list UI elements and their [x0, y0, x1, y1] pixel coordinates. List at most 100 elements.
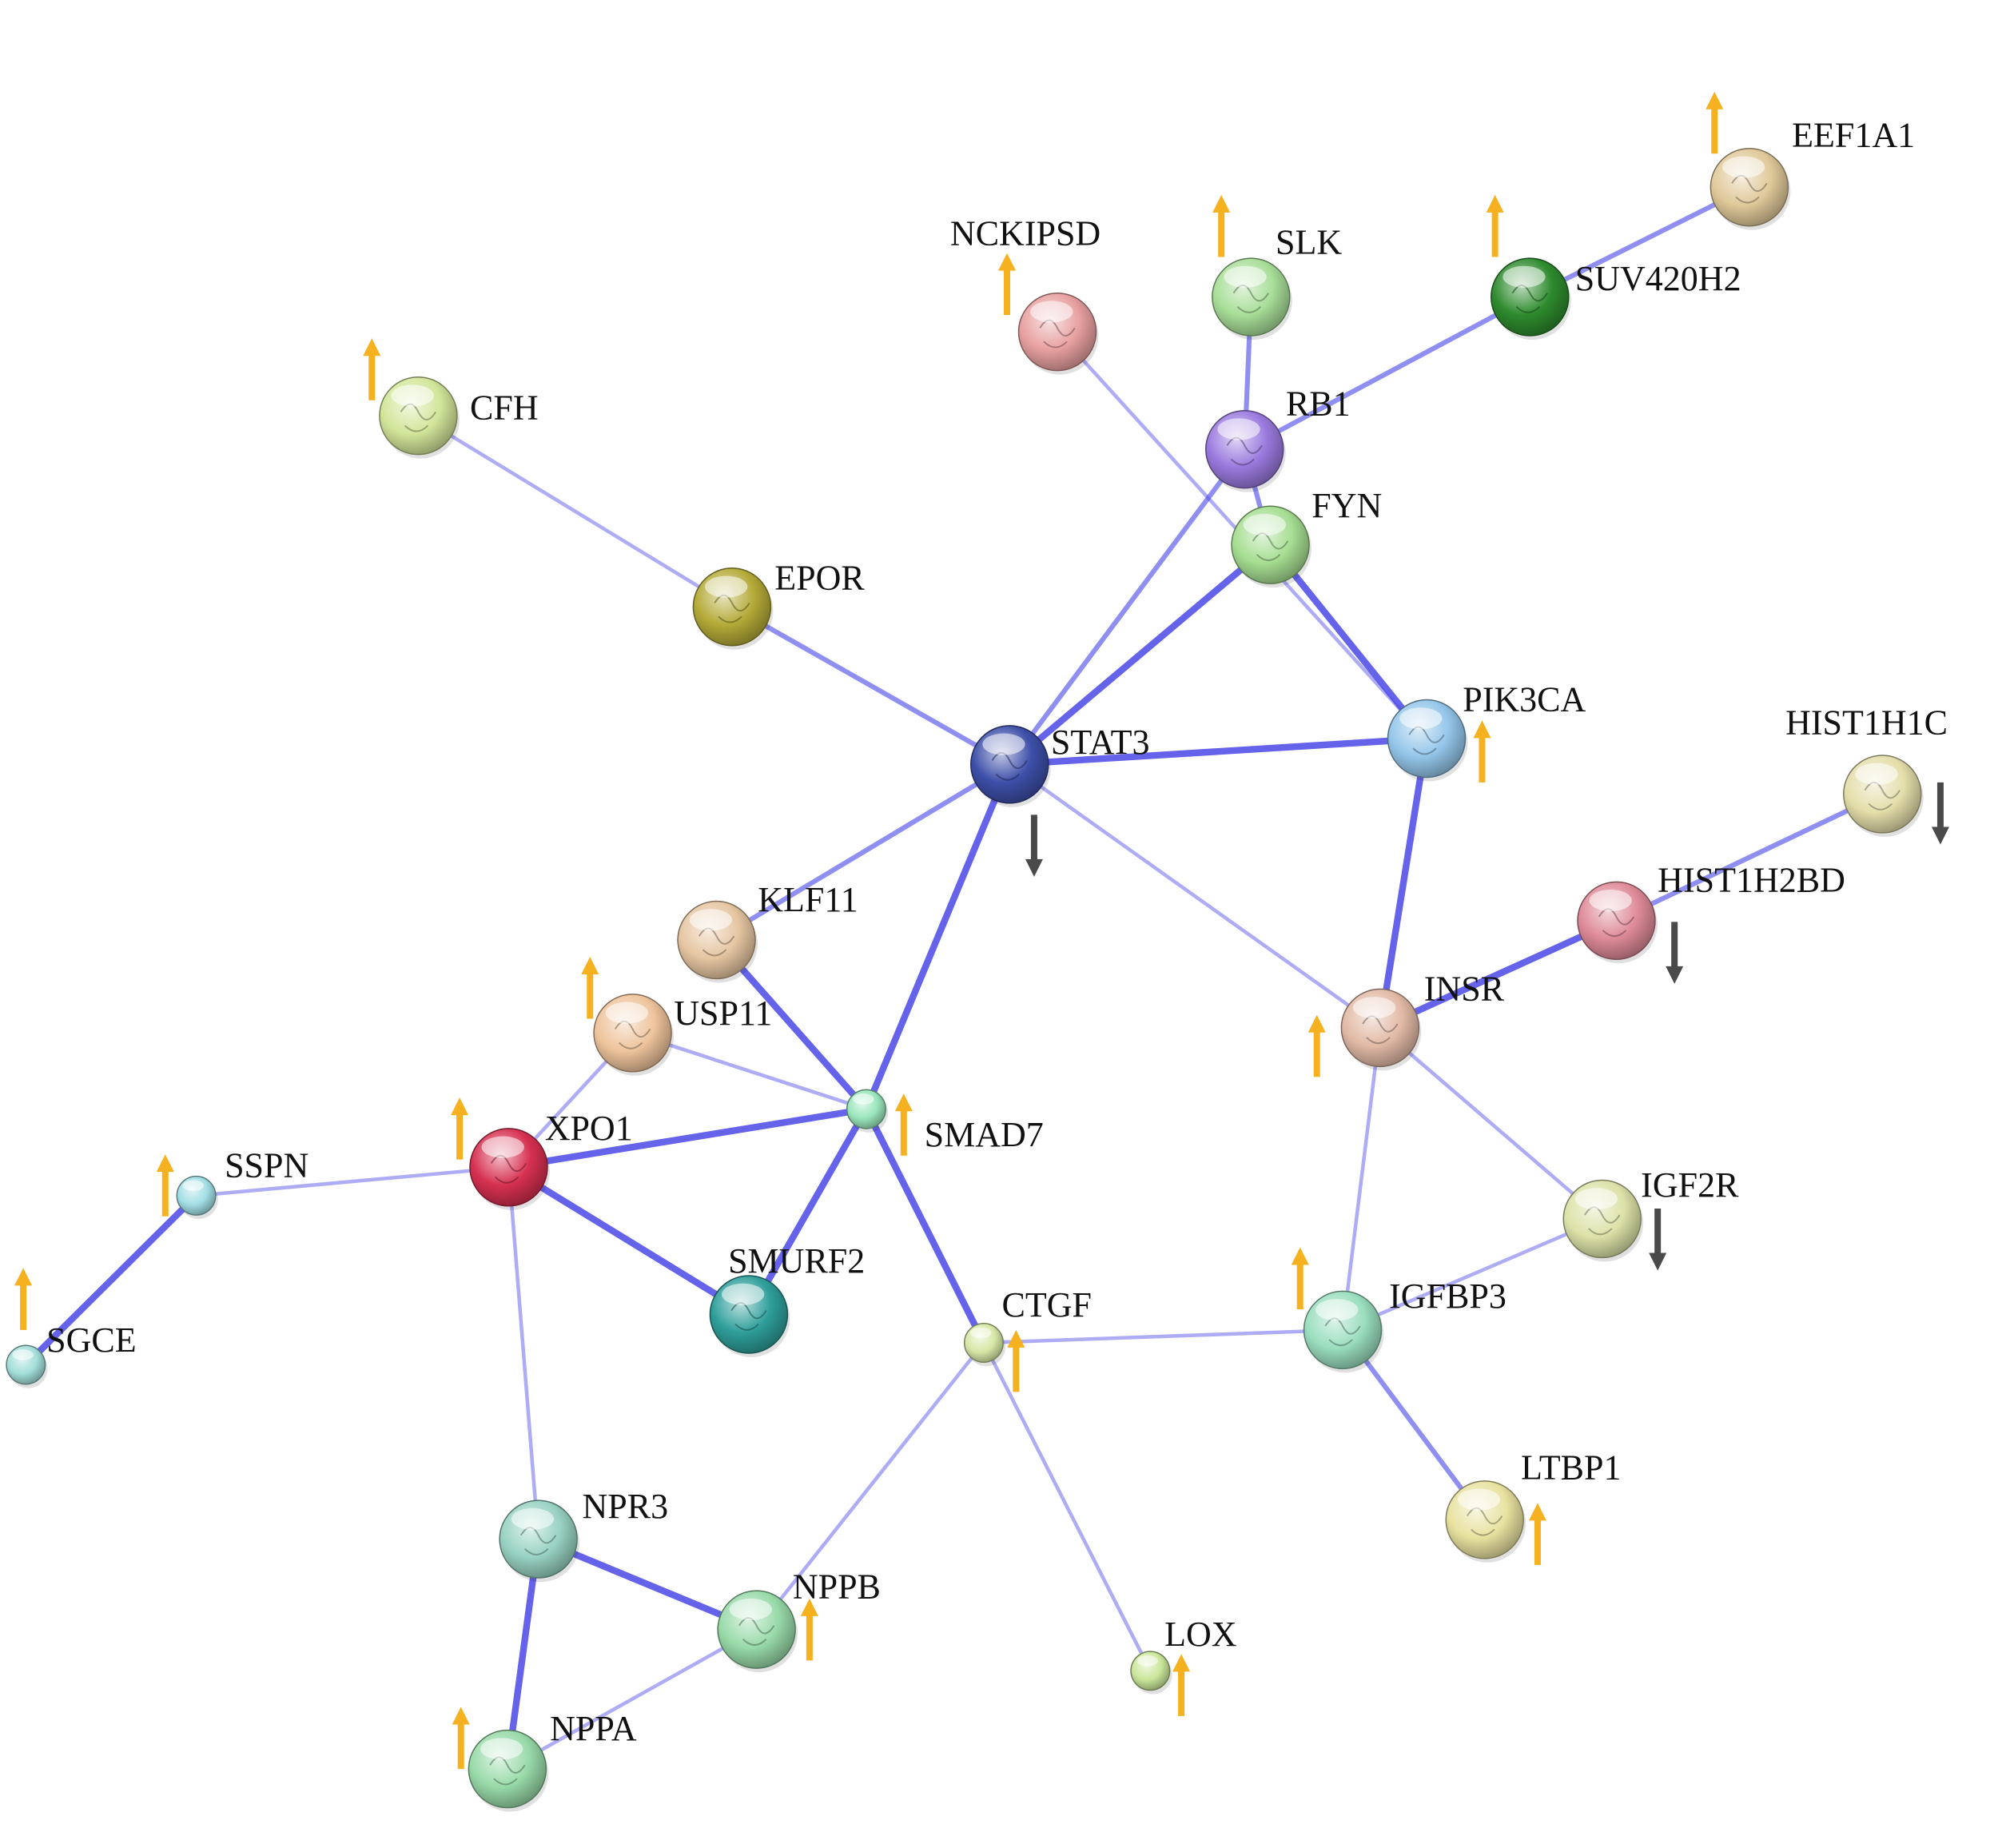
nodes-layer	[6, 148, 1924, 1812]
node-label-cfh: CFH	[470, 388, 539, 427]
node-lox[interactable]	[1130, 1651, 1172, 1695]
up-regulation-arrow-icon	[156, 1154, 174, 1217]
node-label-eef1a1: EEF1A1	[1792, 116, 1915, 155]
up-regulation-arrow-icon	[800, 1598, 818, 1661]
edge-hist1h2bd-insr	[1376, 917, 1620, 1032]
edge-hist1h1c-hist1h2bd	[1614, 791, 1885, 923]
up-regulation-arrow-icon	[452, 1707, 470, 1770]
node-label-klf11: KLF11	[758, 880, 858, 919]
edge-insr-igf2r	[1378, 1026, 1604, 1221]
edge-npr3-nppb	[535, 1535, 760, 1633]
node-label-sgce: SGCE	[46, 1320, 136, 1360]
edge-insr-igfbp3	[1340, 1026, 1383, 1332]
node-label-suv420h2: SUV420H2	[1575, 259, 1741, 298]
edge-rb1-stat3	[1007, 447, 1248, 767]
node-label-hist1h1c: HIST1H1C	[1785, 703, 1948, 743]
node-nppa[interactable]	[468, 1729, 549, 1812]
edge-igfbp3-ltbp1	[1339, 1327, 1487, 1523]
node-label-ctgf: CTGF	[1002, 1285, 1092, 1324]
node-label-epor: EPOR	[774, 559, 865, 598]
edge-usp11-smad7	[631, 1031, 869, 1111]
node-nckipsd[interactable]	[1017, 292, 1099, 375]
node-label-xpo1: XPO1	[545, 1109, 633, 1148]
node-igf2r[interactable]	[1562, 1179, 1644, 1262]
node-eef1a1[interactable]	[1710, 148, 1791, 230]
node-label-smad7: SMAD7	[925, 1115, 1044, 1154]
node-label-nckipsd: NCKIPSD	[950, 213, 1101, 253]
node-hist1h2bd[interactable]	[1577, 881, 1658, 964]
node-ctgf[interactable]	[963, 1323, 1006, 1367]
node-suv420h2[interactable]	[1491, 257, 1571, 341]
edge-igfbp3-igf2r	[1340, 1217, 1604, 1332]
up-regulation-arrow-icon	[581, 957, 599, 1019]
node-label-ltbp1: LTBP1	[1521, 1448, 1622, 1488]
node-usp11[interactable]	[593, 994, 675, 1076]
node-label-igfbp3: IGFBP3	[1389, 1276, 1507, 1316]
edge-stat3-klf11	[714, 762, 1013, 943]
edge-xpo1-smurf2	[505, 1164, 753, 1318]
edge-pik3ca-insr	[1376, 735, 1431, 1032]
up-regulation-arrow-icon	[1172, 1654, 1191, 1716]
node-epor[interactable]	[692, 568, 774, 650]
node-nppb[interactable]	[717, 1590, 798, 1673]
node-label-slk: SLK	[1276, 223, 1342, 262]
node-ltbp1[interactable]	[1445, 1480, 1526, 1563]
node-smurf2[interactable]	[709, 1275, 790, 1357]
node-sgce[interactable]	[6, 1344, 48, 1388]
edge-fyn-stat3	[1006, 541, 1274, 768]
node-insr[interactable]	[1340, 988, 1422, 1071]
node-label-lox: LOX	[1164, 1615, 1236, 1654]
edge-xpo1-sspn	[194, 1165, 511, 1198]
up-regulation-arrow-icon	[1291, 1247, 1309, 1310]
up-regulation-arrow-icon	[1473, 720, 1491, 783]
edge-stat3-smad7	[862, 761, 1013, 1113]
edge-smad7-ctgf	[862, 1105, 988, 1347]
node-label-fyn: FYN	[1311, 486, 1382, 525]
edge-ctgf-igfbp3	[981, 1328, 1345, 1345]
node-klf11[interactable]	[677, 900, 758, 983]
node-sspn[interactable]	[176, 1175, 218, 1220]
up-regulation-arrow-icon	[1486, 194, 1504, 257]
node-slk[interactable]	[1212, 257, 1292, 341]
node-label-smurf2: SMURF2	[728, 1241, 865, 1280]
node-rb1[interactable]	[1205, 409, 1286, 492]
up-regulation-arrow-icon	[451, 1097, 469, 1160]
edge-stat3-insr	[1007, 763, 1383, 1030]
node-label-nppa: NPPA	[550, 1709, 637, 1748]
down-regulation-arrow-icon	[1931, 782, 1949, 845]
up-regulation-arrow-icon	[1308, 1014, 1326, 1077]
up-regulation-arrow-icon	[1007, 1329, 1025, 1392]
edge-sspn-sgce	[22, 1192, 200, 1368]
edge-ctgf-lox	[981, 1340, 1152, 1673]
edge-nppb-nppa	[505, 1627, 758, 1771]
node-stat3[interactable]	[970, 725, 1051, 807]
up-regulation-arrow-icon	[1706, 91, 1724, 154]
node-label-nppb: NPPB	[793, 1567, 881, 1606]
up-regulation-arrow-icon	[1528, 1503, 1546, 1565]
down-regulation-arrow-icon	[1666, 922, 1684, 984]
node-cfh[interactable]	[379, 376, 460, 459]
node-label-pik3ca: PIK3CA	[1463, 680, 1586, 719]
node-hist1h1c[interactable]	[1843, 755, 1924, 837]
edge-fyn-pik3ca	[1267, 541, 1431, 743]
down-regulation-arrow-icon	[1025, 814, 1043, 877]
node-smad7[interactable]	[846, 1089, 889, 1133]
node-label-igf2r: IGF2R	[1641, 1165, 1739, 1205]
arrows-layer	[14, 91, 1949, 1770]
edges-layer	[22, 185, 1885, 1773]
node-igfbp3[interactable]	[1303, 1290, 1384, 1373]
node-label-stat3: STAT3	[1051, 723, 1150, 762]
node-xpo1[interactable]	[469, 1128, 550, 1210]
edge-ctgf-nppb	[754, 1340, 986, 1631]
node-npr3[interactable]	[499, 1500, 580, 1583]
edge-epor-stat3	[729, 604, 1013, 767]
node-fyn[interactable]	[1231, 505, 1312, 588]
up-regulation-arrow-icon	[998, 253, 1017, 316]
up-regulation-arrow-icon	[1212, 194, 1231, 257]
node-pik3ca[interactable]	[1387, 699, 1468, 782]
node-label-rb1: RB1	[1286, 384, 1351, 424]
edge-smad7-smurf2	[745, 1105, 870, 1318]
node-label-npr3: NPR3	[583, 1487, 669, 1526]
